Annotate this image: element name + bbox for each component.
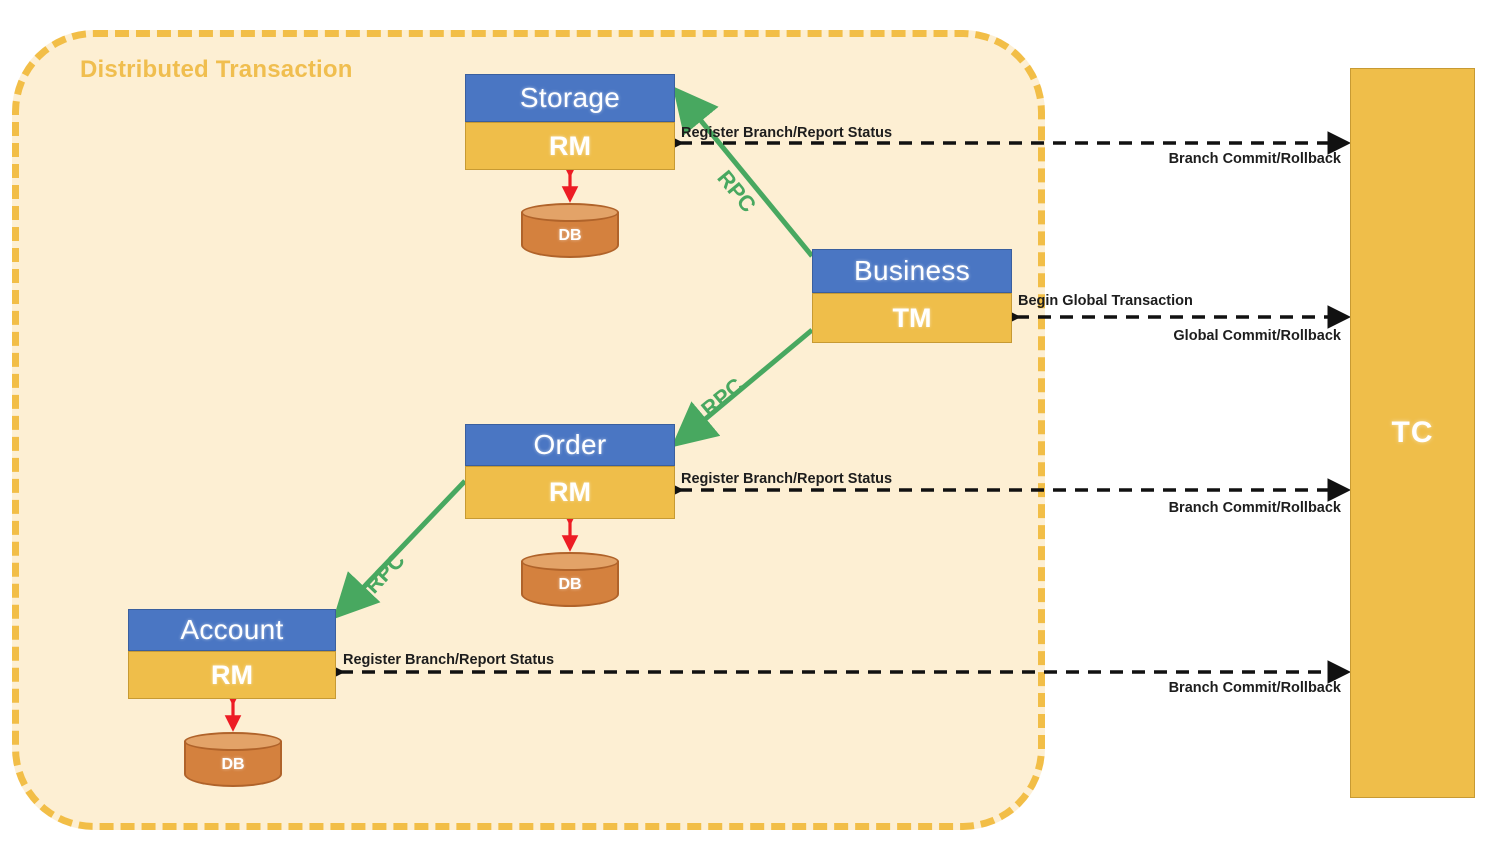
transaction-coordinator-label: TC — [1391, 416, 1434, 449]
database-label-storage: DB — [558, 227, 582, 244]
service-role-order: RM — [465, 466, 675, 519]
service-title-storage: Storage — [465, 74, 675, 122]
service-role-storage: RM — [465, 122, 675, 170]
service-title-order: Order — [465, 424, 675, 466]
flow-label-business-tc-lower: Global Commit/Rollback — [1173, 328, 1342, 344]
database-label-order: DB — [558, 576, 582, 593]
service-box-business[interactable]: Business TM — [812, 249, 1012, 343]
service-title-account: Account — [128, 609, 336, 651]
flow-label-account-tc-lower: Branch Commit/Rollback — [1169, 680, 1342, 696]
service-role-business: TM — [812, 293, 1012, 343]
service-box-storage[interactable]: Storage RM — [465, 74, 675, 170]
service-role-account: RM — [128, 651, 336, 699]
database-cylinder-order[interactable]: DB — [521, 552, 619, 610]
cylinder-top — [521, 203, 619, 222]
cylinder-top — [521, 552, 619, 571]
flow-label-storage-tc-lower: Branch Commit/Rollback — [1169, 151, 1342, 167]
service-title-business: Business — [812, 249, 1012, 293]
cylinder-top — [184, 732, 282, 751]
distributed-transaction-label: Distributed Transaction — [80, 56, 353, 83]
database-label-account: DB — [221, 756, 245, 773]
service-box-account[interactable]: Account RM — [128, 609, 336, 699]
transaction-coordinator-box[interactable]: TC — [1350, 68, 1475, 798]
database-cylinder-account[interactable]: DB — [184, 732, 282, 790]
service-box-order[interactable]: Order RM — [465, 424, 675, 519]
database-cylinder-storage[interactable]: DB — [521, 203, 619, 261]
flow-label-order-tc-lower: Branch Commit/Rollback — [1169, 500, 1342, 516]
